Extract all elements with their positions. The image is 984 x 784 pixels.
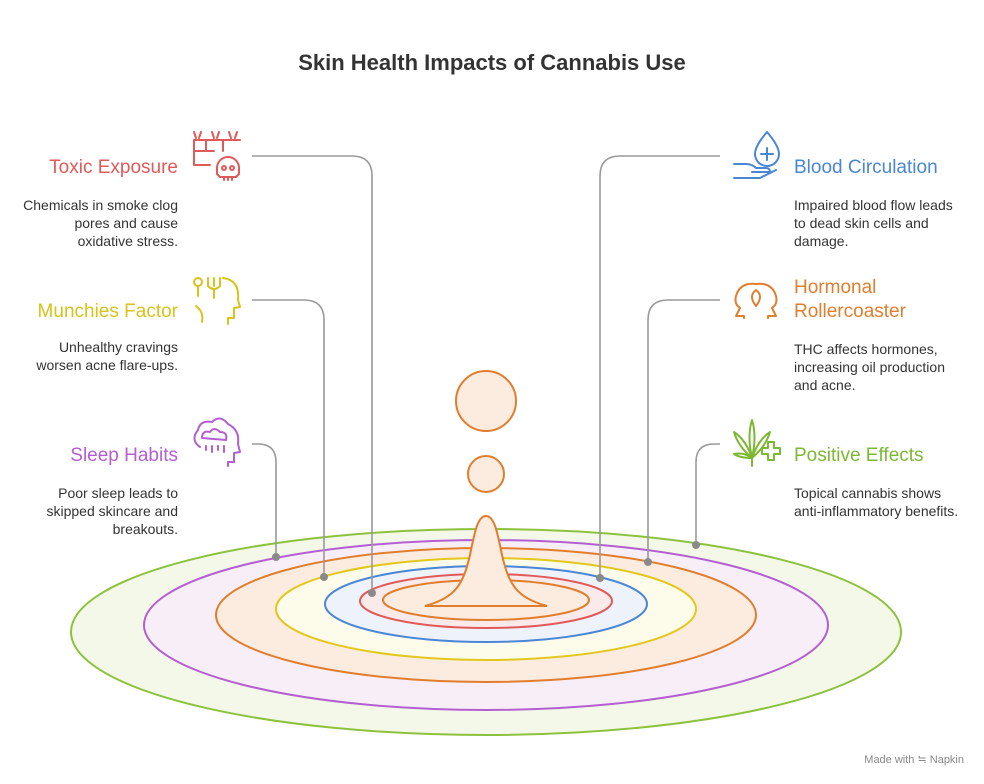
heading-blood-circulation: Blood Circulation bbox=[794, 157, 938, 178]
description-munchies-factor: Unhealthy cravings worsen acne flare-ups… bbox=[36, 339, 178, 373]
connector-munchies bbox=[252, 299, 325, 577]
fork-spoon-head-icon bbox=[193, 277, 241, 325]
connector-dot-positive bbox=[692, 541, 700, 549]
heading-munchies-factor: Munchies Factor bbox=[37, 301, 178, 322]
cannabis-leaf-plus-icon bbox=[733, 419, 781, 467]
connector-blood bbox=[599, 155, 720, 578]
page-title: Skin Health Impacts of Cannabis Use bbox=[298, 50, 686, 75]
heading-toxic-exposure: Toxic Exposure bbox=[49, 157, 178, 178]
toxic-wall-skull-icon bbox=[193, 131, 241, 181]
connector-dot-munchies bbox=[320, 573, 328, 581]
connector-dot-blood bbox=[596, 574, 604, 582]
footer-credit: Made with ≒ Napkin bbox=[864, 754, 964, 766]
heading-hormonal-rollercoaster: Hormonal Rollercoaster bbox=[794, 277, 906, 322]
connector-toxic bbox=[252, 155, 373, 593]
cloud-head-icon bbox=[193, 417, 241, 467]
splash-peak bbox=[424, 514, 548, 607]
blood-drop-hand-icon bbox=[733, 131, 780, 179]
description-hormonal-rollercoaster: THC affects hormones, increasing oil pro… bbox=[794, 341, 945, 393]
connector-dot-hormonal bbox=[644, 558, 652, 566]
drop-small bbox=[467, 455, 505, 493]
heading-sleep-habits: Sleep Habits bbox=[70, 445, 178, 466]
two-heads-icon bbox=[734, 282, 778, 319]
description-sleep-habits: Poor sleep leads to skipped skincare and… bbox=[46, 485, 178, 537]
connector-positive bbox=[695, 443, 720, 545]
connector-hormonal bbox=[647, 299, 720, 562]
heading-positive-effects: Positive Effects bbox=[794, 445, 924, 466]
connector-dot-sleep bbox=[272, 553, 280, 561]
connector-dot-toxic bbox=[368, 589, 376, 597]
connector-sleep bbox=[252, 443, 277, 557]
description-positive-effects: Topical cannabis shows anti-inflammatory… bbox=[794, 485, 959, 519]
description-blood-circulation: Impaired blood flow leads to dead skin c… bbox=[794, 197, 953, 249]
description-toxic-exposure: Chemicals in smoke clog pores and cause … bbox=[23, 197, 178, 249]
drop-large bbox=[455, 370, 517, 432]
